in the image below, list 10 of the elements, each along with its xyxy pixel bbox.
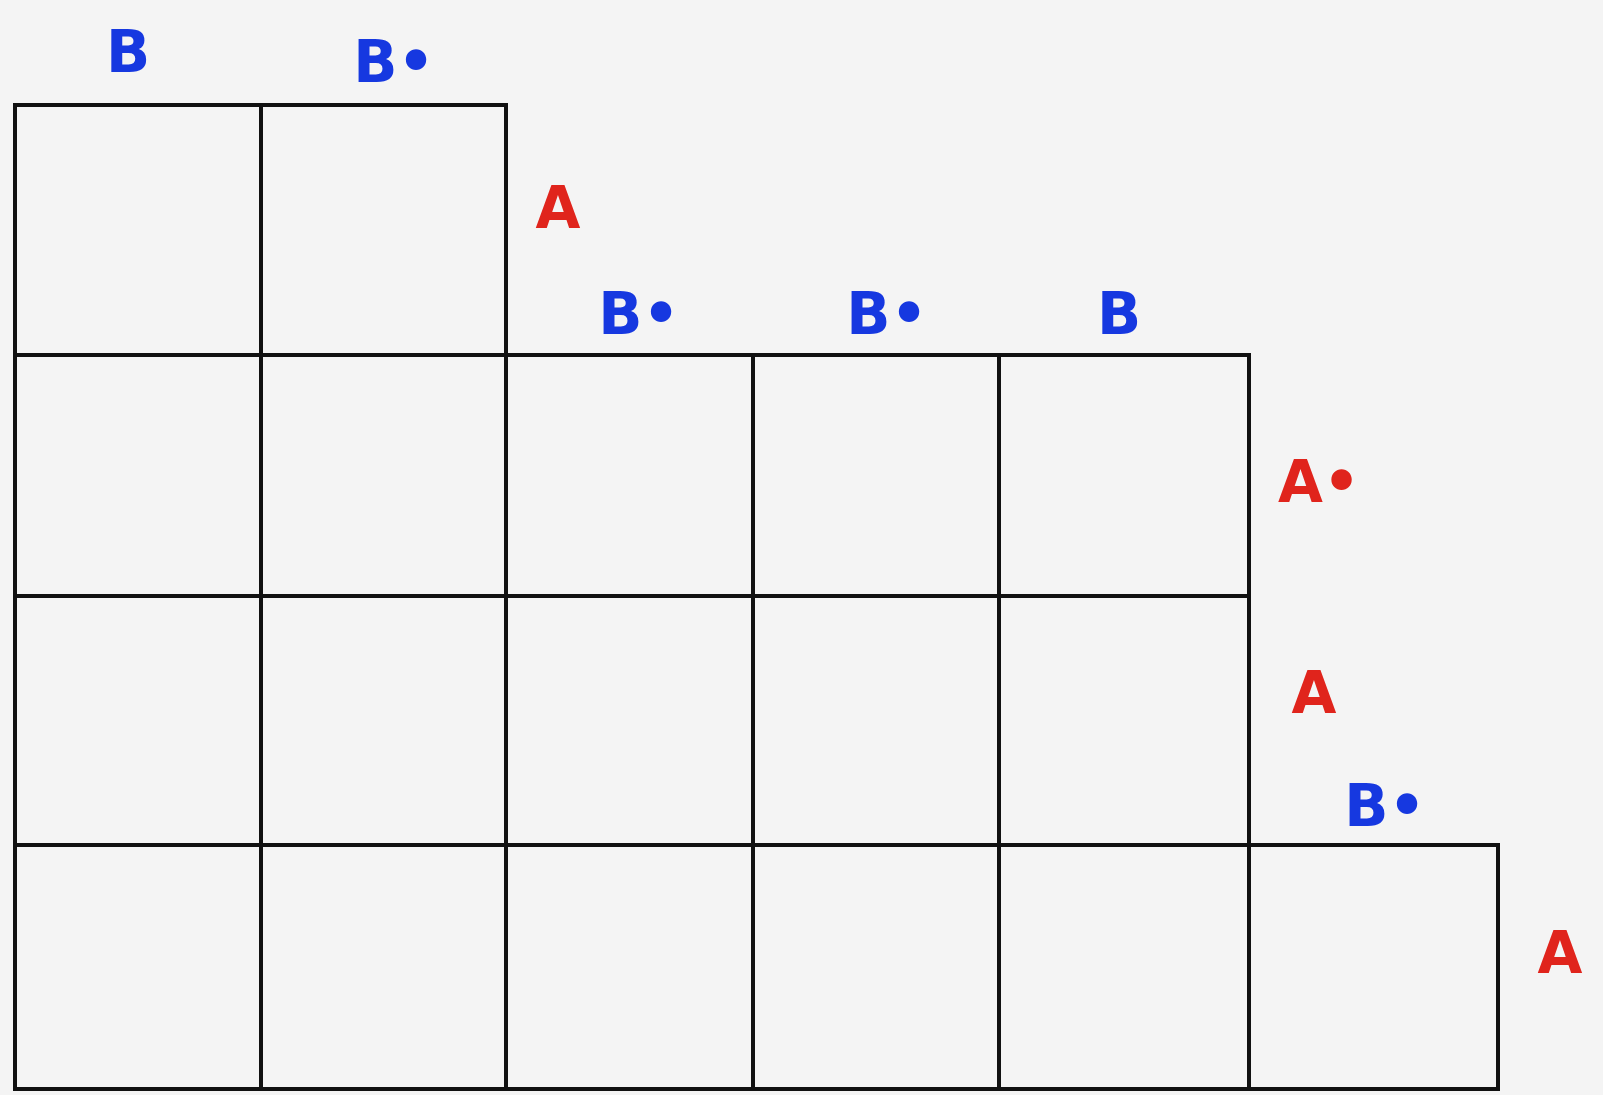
- cell-label: A: [535, 179, 581, 237]
- cell-label: B: [1096, 285, 1142, 343]
- cell-label: B•: [1344, 777, 1426, 835]
- cell-label: B: [105, 23, 151, 81]
- cell-label: A: [1537, 924, 1583, 982]
- cell-label: B•: [353, 33, 435, 91]
- cell-label: A•: [1278, 453, 1360, 511]
- cell-label: B•: [846, 285, 928, 343]
- cell-label: B•: [598, 285, 680, 343]
- cell-label: A: [1291, 664, 1337, 722]
